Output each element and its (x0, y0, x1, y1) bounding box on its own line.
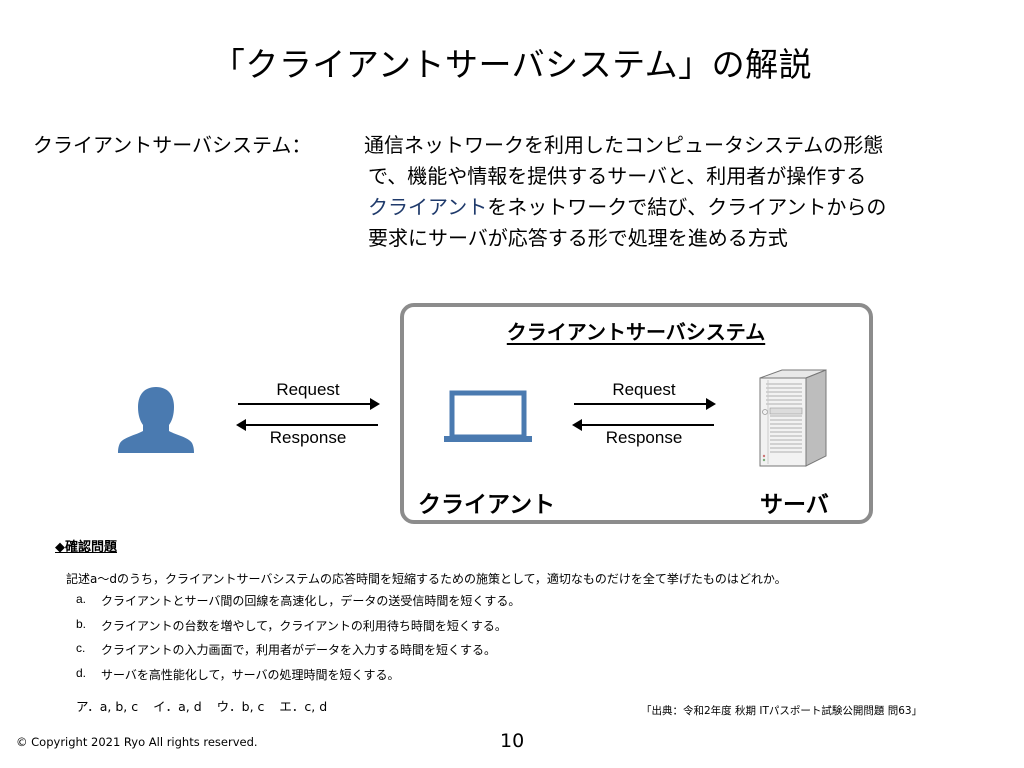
definition-line-3-rest: をネットワークで結び、クライアントからの (487, 195, 887, 219)
option-key: c. (76, 641, 86, 655)
option-key: b. (76, 616, 87, 631)
quiz-answer-choices: ア．a, b, c イ．a, d ウ．b, c エ．c, d (76, 696, 338, 715)
answer-choice-i: イ．a, d (153, 699, 202, 714)
left-request-arrow (238, 398, 380, 410)
right-request-arrow (574, 398, 716, 410)
system-box-title: クライアントサーバシステム (506, 320, 766, 344)
definition-line-4: 要求にサーバが応答する形で処理を進める方式 (368, 226, 788, 250)
copyright-notice: © Copyright 2021 Ryo All rights reserved… (16, 735, 258, 749)
tower-server-icon (759, 369, 827, 467)
left-request-label: Request (276, 380, 340, 399)
right-response-arrow (572, 419, 714, 431)
option-text: サーバを高性能化して，サーバの処理時間を短くする。 (101, 667, 400, 682)
page-number: 10 (500, 730, 525, 752)
quiz-heading: ◆確認問題 (55, 540, 117, 555)
laptop-icon (444, 390, 532, 442)
definition-line-2: で、機能や情報を提供するサーバと、利用者が操作する (368, 164, 867, 188)
slide-title: 「クライアントサーバシステム」の解説 (211, 45, 813, 84)
definition-term: クライアントサーバシステム： (33, 133, 312, 157)
quiz-option-b: b. クライアントの台数を増やして，クライアントの利用待ち時間を短くする。 (76, 617, 520, 642)
left-response-arrow (236, 419, 378, 431)
highlighted-term-client: クライアント (368, 195, 488, 219)
answer-choice-u: ウ．b, c (216, 699, 265, 714)
option-text: クライアントの入力画面で，利用者がデータを入力する時間を短くする。 (101, 643, 497, 657)
quiz-source-citation: 「出典：令和2年度 秋期 ITパスポート試験公開問題 問63」 (641, 705, 923, 717)
answer-choice-e: エ．c, d (279, 699, 328, 714)
definition-line-3: クライアントをネットワークで結び、クライアントからの (368, 192, 1008, 223)
quiz-options-list: a. クライアントとサーバ間の回線を高速化し，データの送受信時間を短くする。 b… (76, 592, 520, 690)
option-key: d. (76, 665, 87, 680)
option-text: クライアントの台数を増やして，クライアントの利用待ち時間を短くする。 (101, 618, 507, 633)
definition-description: 通信ネットワークを利用したコンピュータシステムの形態 で、機能や情報を提供するサ… (364, 130, 1008, 254)
person-silhouette-icon (118, 387, 194, 453)
right-request-label: Request (612, 380, 676, 399)
server-label: サーバ (760, 492, 829, 518)
quiz-option-c: c. クライアントの入力画面で，利用者がデータを入力する時間を短くする。 (76, 641, 520, 666)
definition-line-1: 通信ネットワークを利用したコンピュータシステムの形態 (364, 133, 884, 157)
quiz-question: 記述a〜dのうち，クライアントサーバシステムの応答時間を短縮するための施策として… (66, 572, 787, 586)
left-response-label: Response (269, 428, 347, 447)
answer-choice-a: ア．a, b, c (76, 699, 139, 714)
quiz-option-d: d. サーバを高性能化して，サーバの処理時間を短くする。 (76, 666, 520, 691)
client-label: クライアント (418, 492, 556, 518)
option-text: クライアントとサーバ間の回線を高速化し，データの送受信時間を短くする。 (101, 594, 521, 608)
quiz-option-a: a. クライアントとサーバ間の回線を高速化し，データの送受信時間を短くする。 (76, 592, 520, 617)
right-response-label: Response (605, 428, 683, 447)
option-key: a. (76, 592, 87, 606)
